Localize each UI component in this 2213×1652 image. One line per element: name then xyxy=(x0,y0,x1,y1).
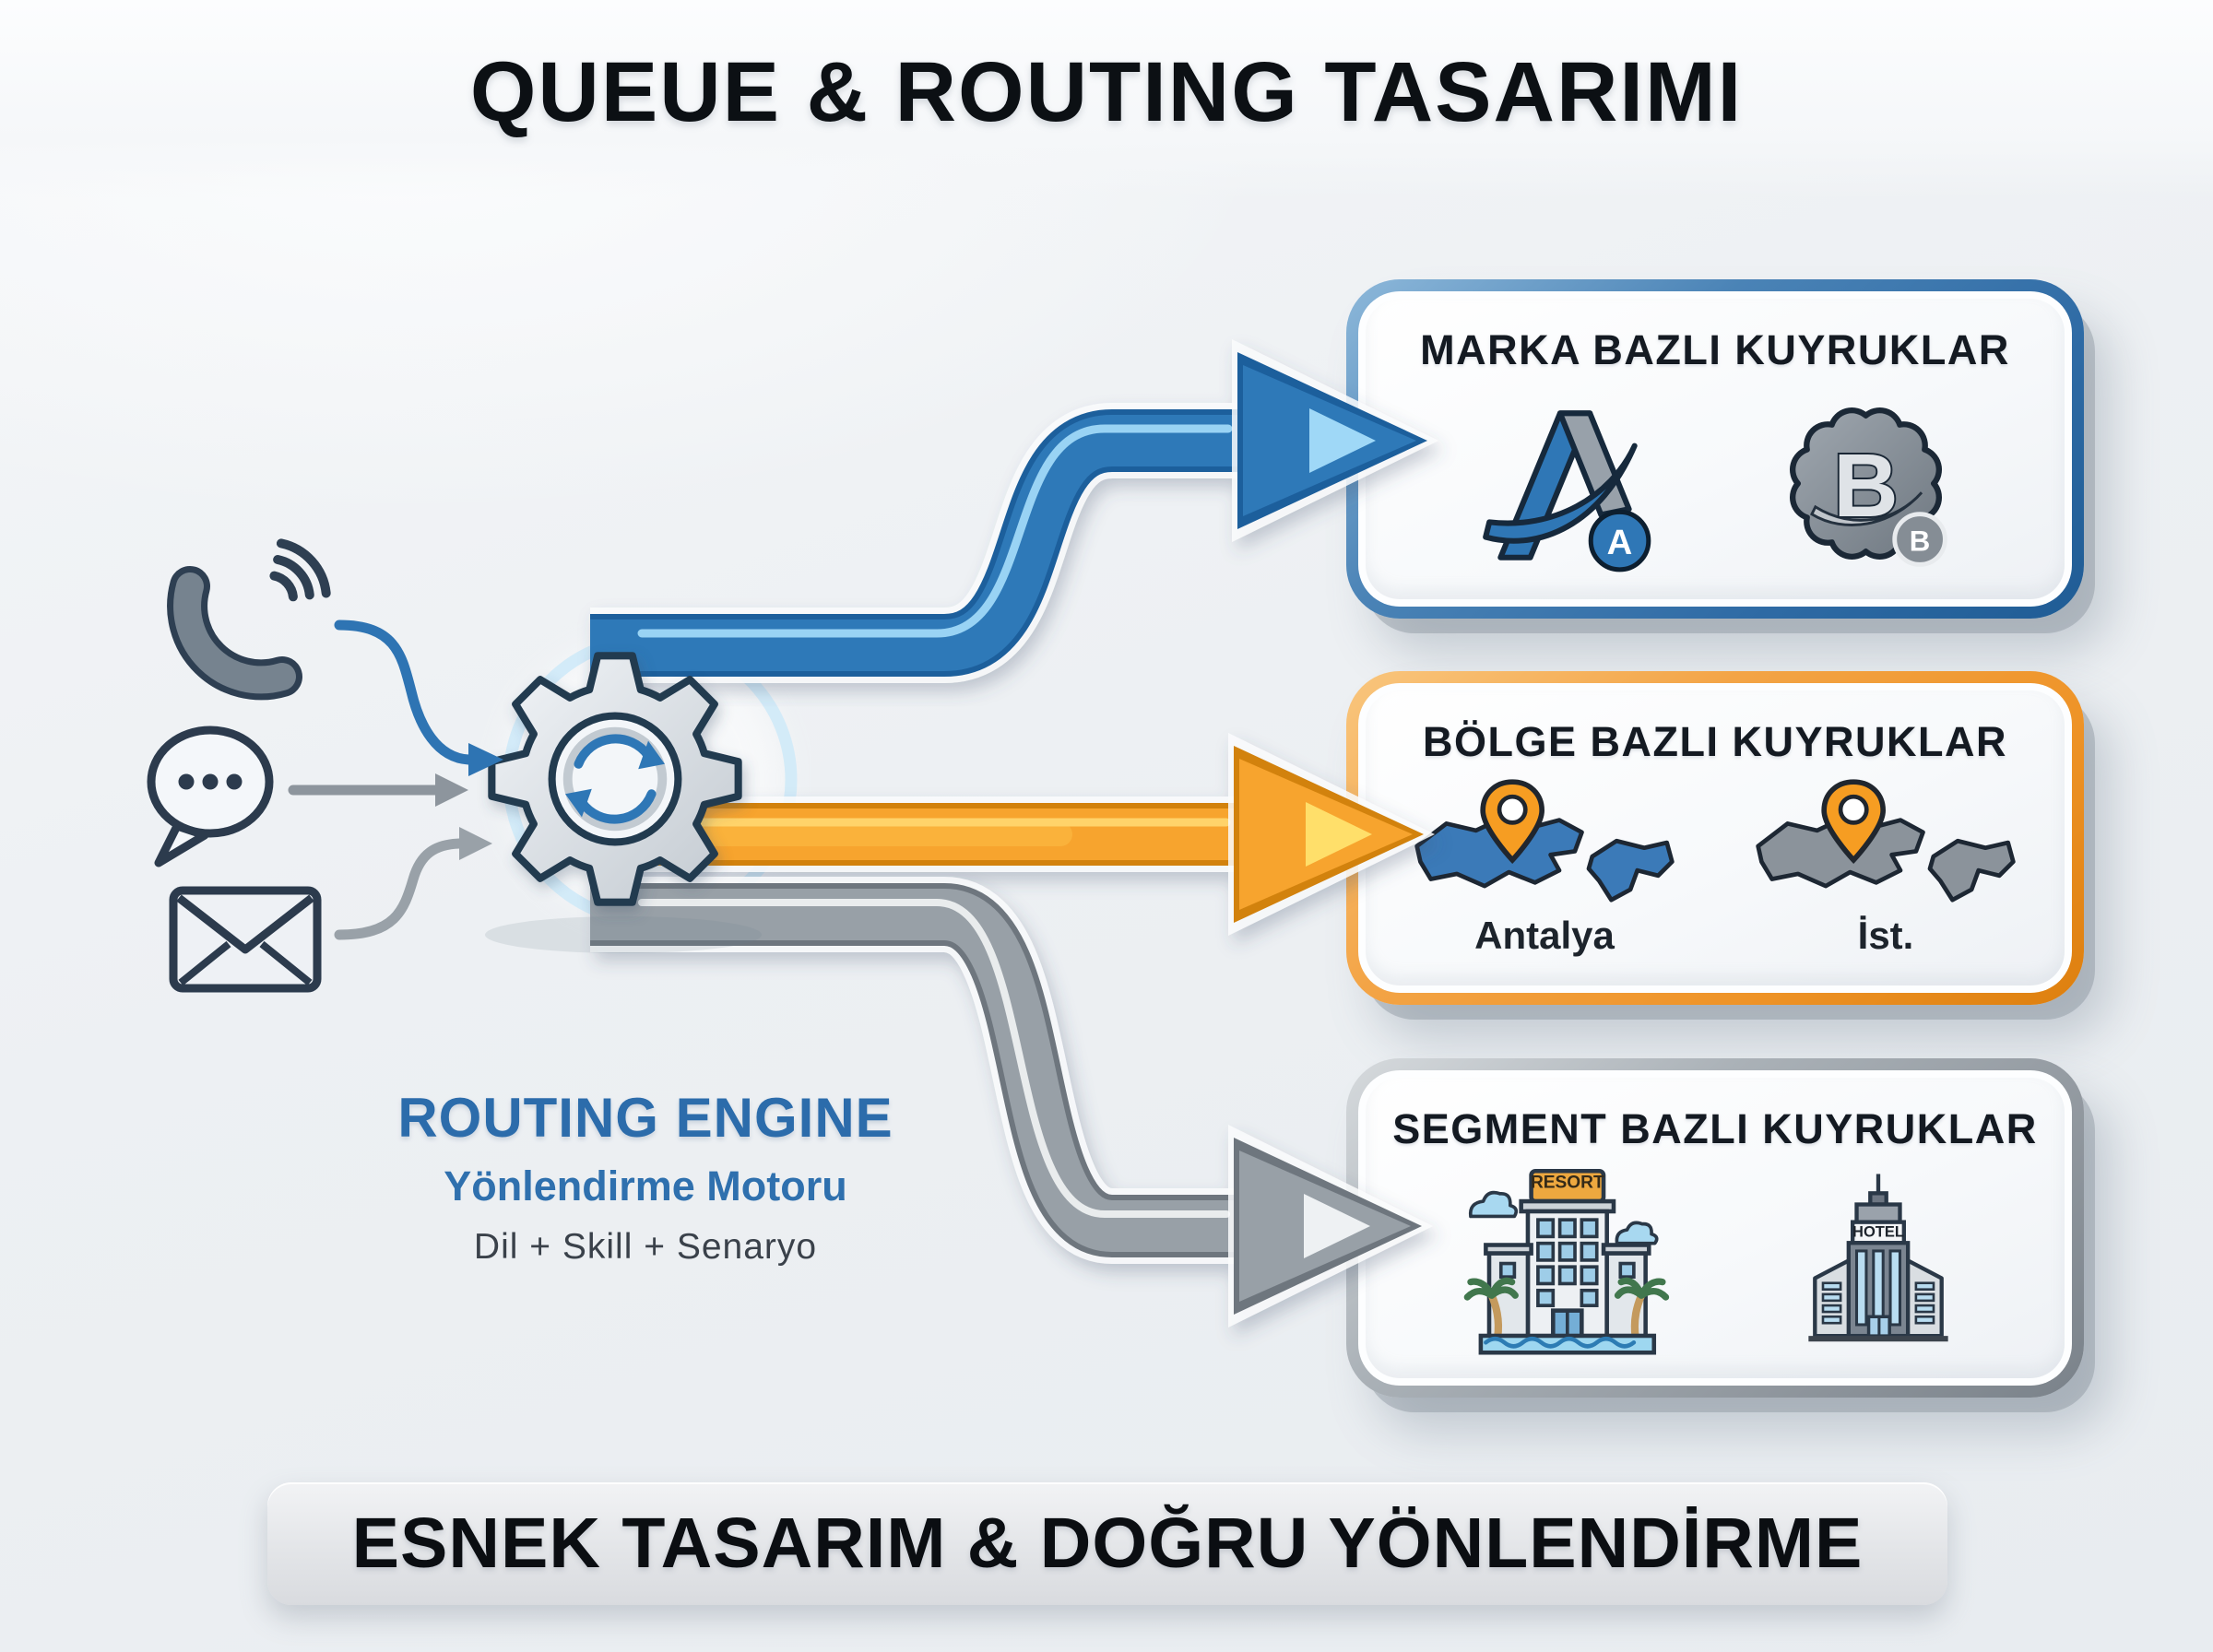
brand-a-badge-letter: A xyxy=(1607,523,1633,562)
brand-b-badge-letter: B xyxy=(1910,525,1931,557)
resort-sign-text: RESORT xyxy=(1530,1173,1604,1192)
queue-box-brand-frame: MARKA BAZLI KUYRUKLAR A xyxy=(1358,291,2072,607)
routing-engine-title: ROUTING ENGINE xyxy=(397,1087,893,1149)
hotel-sign-text: HOTEL xyxy=(1852,1222,1904,1240)
queue-box-region: BÖLGE BAZLI KUYRUKLAR Antalya xyxy=(1346,671,2084,1005)
envelope-icon xyxy=(169,886,322,993)
queue-box-segment: SEGMENT BAZLI KUYRUKLAR RESORT xyxy=(1346,1058,2084,1398)
brand-a-logo-icon: A xyxy=(1483,410,1651,572)
flow-arrow-region xyxy=(612,733,1435,936)
brand-b-letter: B xyxy=(1833,434,1899,535)
chat-bubble-icon xyxy=(147,726,274,867)
brand-a-badge xyxy=(1588,509,1651,572)
queue-box-region-card: BÖLGE BAZLI KUYRUKLAR Antalya xyxy=(1366,690,2065,985)
map-istanbul-icon xyxy=(1756,779,2016,903)
region-maps-row: Antalya İst. xyxy=(1366,766,2065,985)
brand-logos-row: A B B xyxy=(1366,367,2065,599)
top-band xyxy=(0,0,2213,198)
routing-engine-subtitle: Yönlendirme Motoru xyxy=(444,1162,847,1210)
segment-buildings-row: RESORT xyxy=(1366,1153,2065,1378)
region-figure-istanbul: İst. xyxy=(1747,770,2024,958)
queue-box-brand-title: MARKA BAZLI KUYRUKLAR xyxy=(1420,326,2010,373)
sync-arrows-icon xyxy=(565,734,665,824)
gear-sync-icon xyxy=(488,652,742,906)
brand-b-badge xyxy=(1892,511,1947,567)
queue-box-segment-frame: SEGMENT BAZLI KUYRUKLAR RESORT xyxy=(1358,1070,2072,1386)
resort-building-icon: RESORT xyxy=(1463,1168,1669,1355)
signal-waves-icon xyxy=(269,538,331,602)
queue-box-segment-card: SEGMENT BAZLI KUYRUKLAR RESORT xyxy=(1366,1078,2065,1378)
region-figure-antalya: Antalya xyxy=(1406,770,1683,958)
flow-arrow-brand xyxy=(590,339,1438,683)
routing-engine-criteria: Dil + Skill + Senaryo xyxy=(473,1227,818,1267)
queue-box-brand: MARKA BAZLI KUYRUKLAR A xyxy=(1346,279,2084,619)
routing-engine-label: ROUTING ENGINE Yönlendirme Motoru Dil + … xyxy=(295,1086,996,1268)
hotel-wing-windows xyxy=(1821,1281,1935,1325)
queue-box-brand-card: MARKA BAZLI KUYRUKLAR A xyxy=(1366,299,2065,599)
queue-box-segment-title: SEGMENT BAZLI KUYRUKLAR xyxy=(1392,1105,2038,1152)
channel-arrow-chat xyxy=(288,773,468,807)
queue-box-region-frame: BÖLGE BAZLI KUYRUKLAR Antalya xyxy=(1358,683,2072,993)
brand-b-seal-icon: B B xyxy=(1790,407,1947,567)
palm-trees xyxy=(1463,1277,1669,1341)
footer-banner-text: ESNEK TASARIM & DOĞRU YÖNLENDİRME xyxy=(351,1504,1864,1583)
channel-arrow-phone xyxy=(334,620,503,776)
hotel-building-icon: HOTEL xyxy=(1807,1174,1948,1342)
region-label-istanbul: İst. xyxy=(1857,914,1914,957)
phone-icon xyxy=(167,538,331,701)
resort-windows xyxy=(1535,1218,1599,1307)
map-antalya-icon xyxy=(1414,779,1675,903)
queue-box-region-title: BÖLGE BAZLI KUYRUKLAR xyxy=(1423,718,2007,765)
channel-arrow-email xyxy=(334,827,492,940)
gear-ground-shadow xyxy=(485,916,762,953)
page-title: QUEUE & ROUTING TASARIMI xyxy=(469,45,1744,139)
footer-banner: ESNEK TASARIM & DOĞRU YÖNLENDİRME xyxy=(267,1482,1947,1605)
region-label-antalya: Antalya xyxy=(1474,914,1615,957)
flow-arrow-segment xyxy=(590,877,1433,1328)
